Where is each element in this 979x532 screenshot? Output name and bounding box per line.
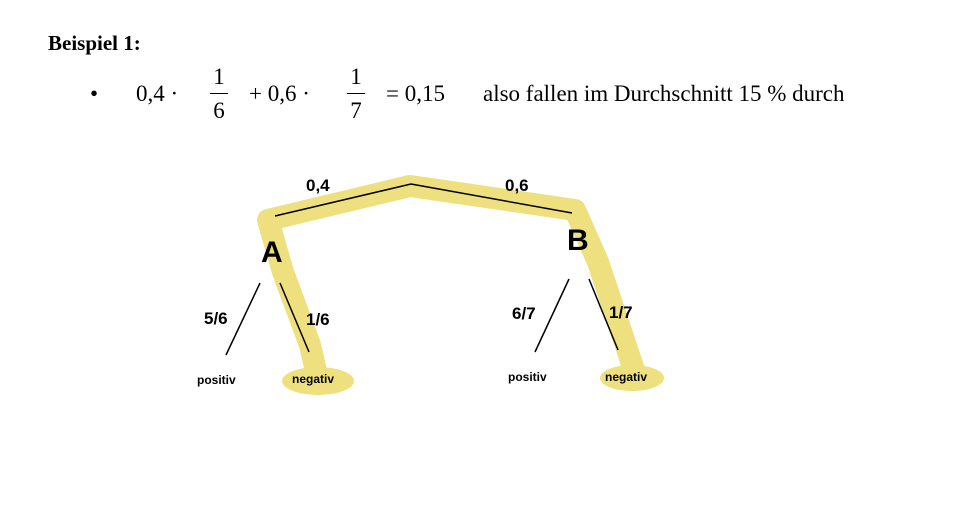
- node-b: B: [567, 224, 589, 257]
- result: = 0,15: [386, 81, 445, 106]
- edge-line: [588, 278, 619, 351]
- node-a: A: [261, 236, 283, 269]
- leaf-label: negativ: [605, 370, 648, 384]
- leaf-label: negativ: [292, 372, 335, 386]
- frac2-denominator: 7: [350, 98, 362, 123]
- edge-label: 0,4: [306, 176, 330, 195]
- fraction-bar: [347, 93, 365, 94]
- edge-label: 1/6: [306, 310, 330, 329]
- highlight-blob: [282, 367, 354, 395]
- leaf-label: positiv: [508, 370, 547, 384]
- edge-label: 1/7: [609, 303, 633, 322]
- conclusion: also fallen im Durchschnitt 15 % durch: [483, 81, 845, 106]
- edge-line: [274, 183, 412, 217]
- frac1-denominator: 6: [213, 98, 225, 123]
- edge-line: [410, 183, 573, 214]
- frac2-numerator: 1: [350, 64, 362, 89]
- edge-line: [225, 282, 261, 356]
- edge-line: [534, 278, 570, 353]
- term-1: 0,4 ·: [136, 81, 179, 106]
- frac1-numerator: 1: [213, 64, 225, 89]
- edge-label: 5/6: [204, 309, 228, 328]
- highlight-blob: [600, 365, 664, 391]
- heading: Beispiel 1:: [48, 31, 141, 55]
- fraction-bar: [210, 93, 228, 94]
- edge-label: 6/7: [512, 304, 536, 323]
- term-2: + 0,6 ·: [249, 81, 310, 106]
- edge-line: [279, 282, 310, 353]
- leaf-label: positiv: [197, 373, 236, 387]
- edge-label: 0,6: [505, 176, 529, 195]
- highlight-path: [257, 175, 647, 391]
- bullet: •: [90, 81, 99, 106]
